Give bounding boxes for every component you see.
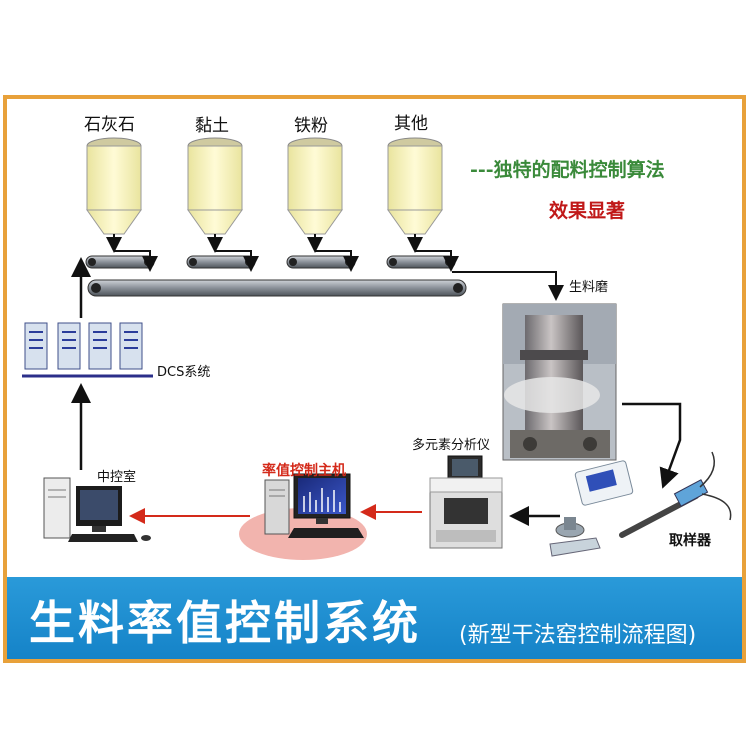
silo-label-iron-powder: 铁粉 bbox=[294, 116, 328, 136]
silo-label-clay: 黏土 bbox=[195, 116, 229, 136]
analyzer-device bbox=[429, 455, 503, 549]
dcs-server-rack bbox=[22, 322, 153, 378]
slogan-effect: 效果显著 bbox=[549, 200, 626, 222]
sampler-label: 取样器 bbox=[669, 533, 711, 549]
silo-limestone bbox=[86, 137, 142, 235]
slogan-algorithm: ---独特的配料控制算法 bbox=[470, 159, 665, 181]
silo-label-other: 其他 bbox=[394, 114, 428, 134]
main-conveyor-belt bbox=[87, 279, 467, 297]
ratio-host-label: 率值控制主机 bbox=[262, 463, 346, 479]
raw-mill-image bbox=[502, 303, 617, 461]
mill-to-sampler-arrow bbox=[622, 402, 682, 489]
sampler-device bbox=[549, 451, 732, 557]
silo-clay bbox=[187, 137, 243, 235]
ratio-host-computer bbox=[239, 473, 367, 560]
conveyor-to-mill-arrow bbox=[452, 271, 564, 301]
control-room-label: 中控室 bbox=[97, 470, 137, 485]
weigh-feeder-belts bbox=[85, 250, 459, 272]
control-room-computer bbox=[43, 477, 151, 542]
silo-drop-arrows bbox=[106, 234, 423, 253]
raw-mill-label: 生料磨 bbox=[569, 280, 609, 295]
banner-subtitle: (新型干法窑控制流程图) bbox=[459, 623, 697, 648]
silo-other bbox=[387, 137, 443, 235]
title-banner: 生料率值控制系统 (新型干法窑控制流程图) bbox=[7, 577, 742, 659]
analyzer-label: 多元素分析仪 bbox=[412, 438, 491, 453]
banner-title: 生料率值控制系统 bbox=[29, 596, 421, 650]
dcs-label: DCS系统 bbox=[157, 365, 211, 380]
silo-label-limestone: 石灰石 bbox=[84, 115, 135, 135]
silo-iron-powder bbox=[287, 137, 343, 235]
